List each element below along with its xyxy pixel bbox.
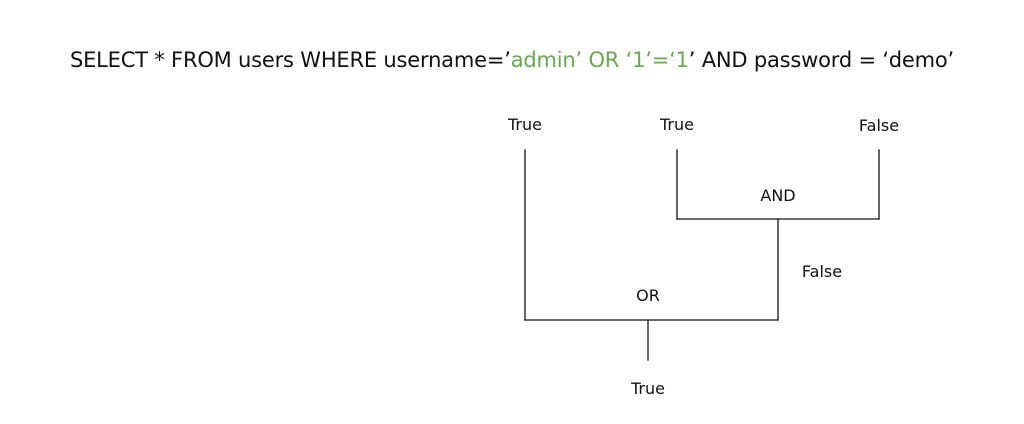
- leaf-false-password: False: [859, 116, 899, 135]
- and-operator-label: AND: [760, 186, 795, 205]
- query-suffix: ’ AND password = ‘demo’: [688, 48, 955, 72]
- and-result-label: False: [802, 262, 842, 281]
- final-result-label: True: [630, 379, 665, 398]
- query-injected-payload: admin’ OR ‘1’=‘1: [510, 48, 689, 72]
- leaf-true-username: True: [507, 115, 542, 134]
- sql-query: SELECT * FROM users WHERE username=’admi…: [0, 48, 1024, 72]
- leaf-true-injection: True: [659, 115, 694, 134]
- query-prefix: SELECT * FROM users WHERE username=’: [69, 48, 511, 72]
- or-operator-label: OR: [636, 286, 660, 305]
